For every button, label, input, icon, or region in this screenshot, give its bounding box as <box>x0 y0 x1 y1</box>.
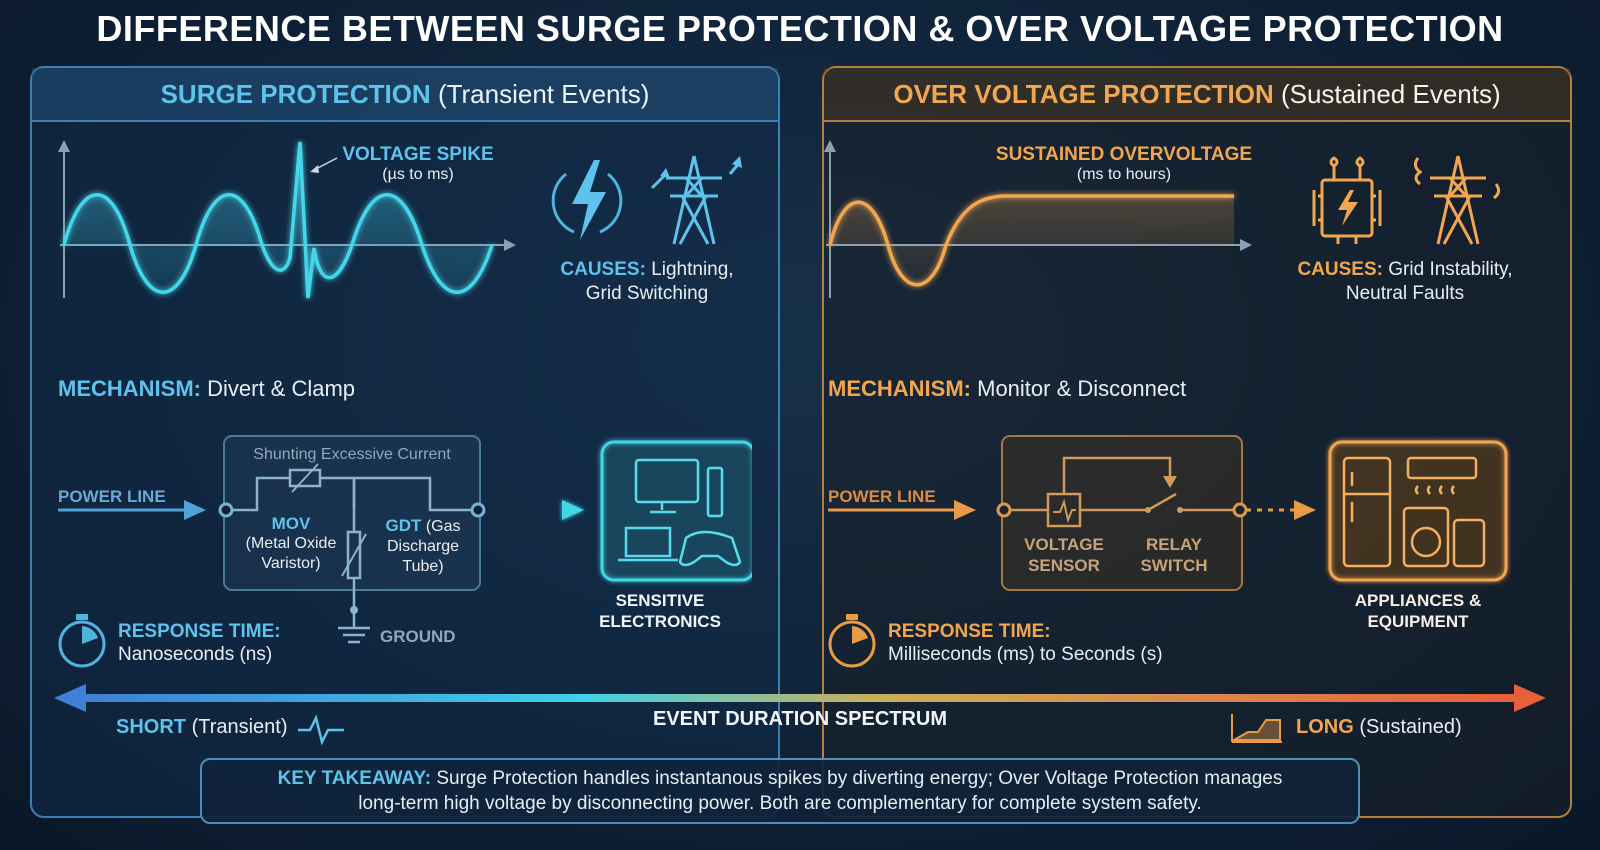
takeaway-label: KEY TAKEAWAY: <box>277 768 432 789</box>
page-title: DIFFERENCE BETWEEN SURGE PROTECTION & OV… <box>96 8 1504 49</box>
ovp-waveform-graph <box>824 140 1252 298</box>
surge-power-line-label: POWER LINE <box>58 487 166 506</box>
relay-switch-icon <box>1177 507 1183 513</box>
surge-waveform-graph <box>58 140 516 299</box>
relay-switch-line1: RELAY <box>1145 535 1203 554</box>
ovp-mechanism-label: MECHANISM: <box>828 376 971 401</box>
takeaway-line1: Surge Protection handles instantanous sp… <box>436 768 1283 789</box>
ovp-waveform-line <box>828 194 1234 287</box>
ovp-panel-header: OVER VOLTAGE PROTECTION (Sustained Event… <box>824 68 1570 122</box>
voltage-sensor-line1: VOLTAGE <box>1024 535 1104 554</box>
surge-causes-line2: Grid Switching <box>585 283 709 304</box>
ovp-power-line-label: POWER LINE <box>828 487 936 506</box>
ovp-response-value: Milliseconds (ms) to Seconds (s) <box>888 644 1163 665</box>
takeaway-line2: long-term high voltage by disconnecting … <box>358 793 1202 814</box>
gdt-line3: Tube) <box>402 558 444 575</box>
sustained-overvoltage-label: SUSTAINED OVERVOLTAGE <box>995 144 1253 165</box>
appliances-box <box>1328 440 1508 582</box>
mov-line2: Varistor) <box>261 555 321 572</box>
spectrum-long-label: LONG <box>1296 716 1354 738</box>
mov-symbol <box>288 468 322 488</box>
surge-header-subtitle: (Transient Events) <box>437 79 650 109</box>
surge-response-label: RESPONSE TIME: <box>118 621 281 642</box>
refrigerator-icon <box>1342 456 1392 568</box>
stopwatch-icon <box>828 614 876 668</box>
surge-mechanism-value: Divert & Clamp <box>207 376 356 401</box>
ovp-circuit-diagram <box>828 435 1508 591</box>
washing-machine-icon <box>1402 506 1450 568</box>
sustained-overvoltage-duration: (ms to hours) <box>1076 166 1172 183</box>
transformer-icon <box>1312 156 1382 244</box>
surge-panel-header: SURGE PROTECTION (Transient Events) <box>32 68 778 122</box>
ovp-header-subtitle: (Sustained Events) <box>1280 79 1501 109</box>
air-conditioner-icon <box>1406 456 1478 480</box>
transmission-tower-icon <box>1413 155 1501 245</box>
ground-icon <box>338 626 370 644</box>
sustained-trend-icon <box>1230 714 1282 743</box>
surge-response-value: Nanoseconds (ns) <box>118 644 273 665</box>
ovp-header-title: OVER VOLTAGE PROTECTION <box>893 79 1274 109</box>
voltage-sensor-line2: SENSOR <box>1028 556 1100 575</box>
relay-switch-line2: SWITCH <box>1140 556 1208 575</box>
event-duration-spectrum-arrow <box>54 684 1546 712</box>
stopwatch-icon <box>58 614 106 668</box>
surge-device-line2: ELECTRONICS <box>599 612 721 631</box>
surge-causes-line1: Lightning, <box>651 259 734 280</box>
gdt-line2: Discharge <box>386 538 460 555</box>
surge-mechanism-label: MECHANISM: <box>58 376 201 401</box>
ovp-device-line1: APPLIANCES & <box>1354 591 1482 610</box>
sensitive-electronics-box <box>600 440 752 582</box>
gamepad-icon <box>678 530 742 567</box>
spectrum-short-note: (Transient) <box>191 716 288 738</box>
surge-waveform-line <box>62 141 494 299</box>
surge-protection-panel: SURGE PROTECTION (Transient Events) VOLT… <box>30 66 780 818</box>
mov-title: MOV <box>271 514 311 533</box>
lightning-icon <box>551 160 623 240</box>
ovp-response-label: RESPONSE TIME: <box>888 621 1051 642</box>
voltage-spike-label: VOLTAGE SPIKE <box>342 144 494 165</box>
ovp-mechanism-value: Monitor & Disconnect <box>977 376 1187 401</box>
laptop-icon <box>618 526 678 562</box>
pc-tower-icon <box>706 466 724 518</box>
transmission-tower-icon <box>650 155 742 245</box>
shunting-caption: Shunting Excessive Current <box>253 446 451 463</box>
spectrum-short-label: SHORT <box>116 716 186 738</box>
voltage-spike-duration: (µs to ms) <box>382 166 454 183</box>
ovp-causes-line2: Neutral Faults <box>1345 283 1465 304</box>
key-takeaway-box: KEY TAKEAWAY: Surge Protection handles i… <box>200 758 1360 824</box>
ovp-causes-label: CAUSES: <box>1297 259 1383 280</box>
ground-label: GROUND <box>380 627 456 646</box>
monitor-icon <box>634 458 700 504</box>
spectrum-title: EVENT DURATION SPECTRUM <box>652 708 948 730</box>
ovp-device-line2: EQUIPMENT <box>1367 612 1469 631</box>
surge-device-line1: SENSITIVE <box>615 591 705 610</box>
gdt-title: GDT <box>385 516 422 535</box>
surge-header-title: SURGE PROTECTION <box>160 79 431 109</box>
surge-causes-label: CAUSES: <box>560 259 646 280</box>
mov-line1: (Metal Oxide <box>245 535 337 552</box>
gdt-line1: (Gas <box>425 518 461 535</box>
spectrum-long-note: (Sustained) <box>1359 716 1462 738</box>
over-voltage-protection-panel: OVER VOLTAGE PROTECTION (Sustained Event… <box>822 66 1572 818</box>
surge-circuit-diagram <box>58 435 752 644</box>
transient-pulse-icon <box>298 714 344 746</box>
ovp-causes-line1: Grid Instability, <box>1388 259 1513 280</box>
